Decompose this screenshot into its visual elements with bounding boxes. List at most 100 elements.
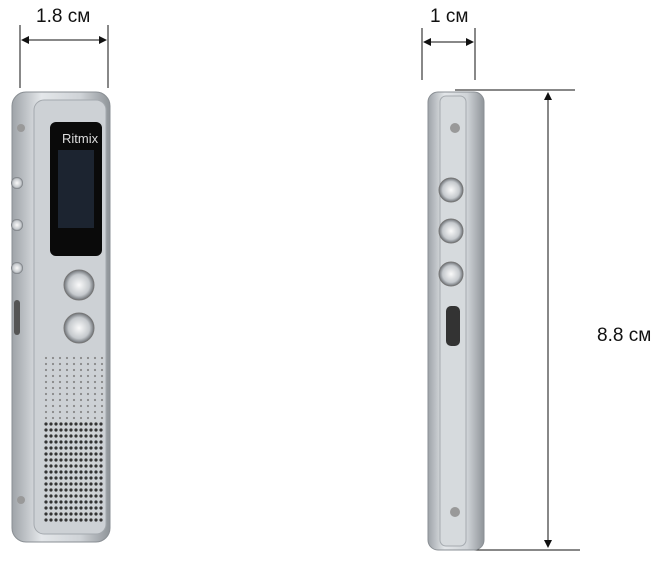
speaker-hole <box>99 434 103 438</box>
speaker-hole <box>69 494 73 498</box>
speaker-hole <box>51 356 55 360</box>
speaker-hole <box>49 428 53 432</box>
speaker-hole <box>59 476 63 480</box>
speaker-hole <box>93 368 97 372</box>
speaker-hole <box>84 518 88 522</box>
speaker-hole <box>54 500 58 504</box>
speaker-hole <box>69 446 73 450</box>
speaker-hole <box>89 440 93 444</box>
speaker-hole <box>58 356 62 360</box>
speaker-hole <box>99 476 103 480</box>
speaker-hole <box>89 488 93 492</box>
speaker-hole <box>54 518 58 522</box>
brand-logo: Ritmix <box>62 131 99 146</box>
speaker-hole <box>84 464 88 468</box>
speaker-hole <box>79 464 83 468</box>
depth-label: 1 см <box>430 6 469 27</box>
speaker-hole <box>79 368 83 372</box>
speaker-hole <box>86 386 90 390</box>
speaker-hole <box>64 446 68 450</box>
speaker-hole <box>86 362 90 366</box>
speaker-hole <box>84 470 88 474</box>
speaker-hole <box>74 476 78 480</box>
speaker-hole <box>59 422 63 426</box>
speaker-hole <box>54 428 58 432</box>
speaker-hole <box>94 500 98 504</box>
speaker-hole <box>65 380 69 384</box>
speaker-hole <box>99 428 103 432</box>
speaker-hole <box>59 500 63 504</box>
speaker-hole <box>69 440 73 444</box>
speaker-hole <box>86 368 90 372</box>
speaker-hole <box>65 368 69 372</box>
speaker-hole <box>100 410 104 414</box>
speaker-hole <box>49 470 53 474</box>
speaker-hole <box>72 374 76 378</box>
speaker-hole <box>79 362 83 366</box>
speaker-hole <box>58 374 62 378</box>
speaker-hole <box>93 392 97 396</box>
speaker-hole <box>51 362 55 366</box>
speaker-hole <box>89 446 93 450</box>
recorder-front-view: Ritmix <box>11 91 111 543</box>
speaker-hole <box>64 428 68 432</box>
speaker-hole <box>49 482 53 486</box>
speaker-hole <box>94 518 98 522</box>
speaker-hole <box>44 368 48 372</box>
speaker-hole <box>65 392 69 396</box>
height-label: 8.8 см <box>597 325 652 346</box>
speaker-hole <box>93 380 97 384</box>
speaker-hole <box>64 452 68 456</box>
speaker-hole <box>79 356 83 360</box>
speaker-hole <box>89 470 93 474</box>
speaker-hole <box>94 452 98 456</box>
speaker-hole <box>93 362 97 366</box>
speaker-hole <box>44 512 48 516</box>
speaker-hole <box>86 356 90 360</box>
side-button <box>438 261 464 287</box>
speaker-hole <box>72 398 76 402</box>
speaker-hole <box>86 410 90 414</box>
speaker-hole <box>74 446 78 450</box>
speaker-hole <box>93 410 97 414</box>
speaker-hole <box>64 422 68 426</box>
speaker-hole <box>99 422 103 426</box>
speaker-hole <box>44 452 48 456</box>
speaker-hole <box>79 452 83 456</box>
speaker-hole <box>58 398 62 402</box>
speaker-hole <box>93 416 97 420</box>
speaker-hole <box>44 356 48 360</box>
speaker-hole <box>51 416 55 420</box>
speaker-hole <box>100 386 104 390</box>
speaker-hole <box>65 410 69 414</box>
speaker-hole <box>89 476 93 480</box>
speaker-hole <box>64 494 68 498</box>
speaker-hole <box>65 416 69 420</box>
speaker-hole <box>79 440 83 444</box>
speaker-hole <box>69 518 73 522</box>
speaker-hole <box>58 416 62 420</box>
speaker-hole <box>99 464 103 468</box>
speaker-hole <box>44 410 48 414</box>
speaker-hole <box>58 392 62 396</box>
speaker-hole <box>94 434 98 438</box>
speaker-hole <box>79 482 83 486</box>
speaker-hole <box>86 404 90 408</box>
speaker-hole <box>84 482 88 486</box>
speaker-hole <box>72 356 76 360</box>
speaker-hole <box>72 404 76 408</box>
speaker-hole <box>79 398 83 402</box>
speaker-hole <box>54 464 58 468</box>
speaker-hole <box>64 518 68 522</box>
speaker-hole <box>84 494 88 498</box>
speaker-hole <box>79 380 83 384</box>
speaker-hole <box>99 518 103 522</box>
speaker-hole <box>74 512 78 516</box>
speaker-hole <box>99 446 103 450</box>
speaker-hole <box>69 512 73 516</box>
speaker-hole <box>44 392 48 396</box>
speaker-hole <box>44 380 48 384</box>
speaker-hole <box>54 434 58 438</box>
speaker-hole <box>44 398 48 402</box>
speaker-hole <box>94 428 98 432</box>
